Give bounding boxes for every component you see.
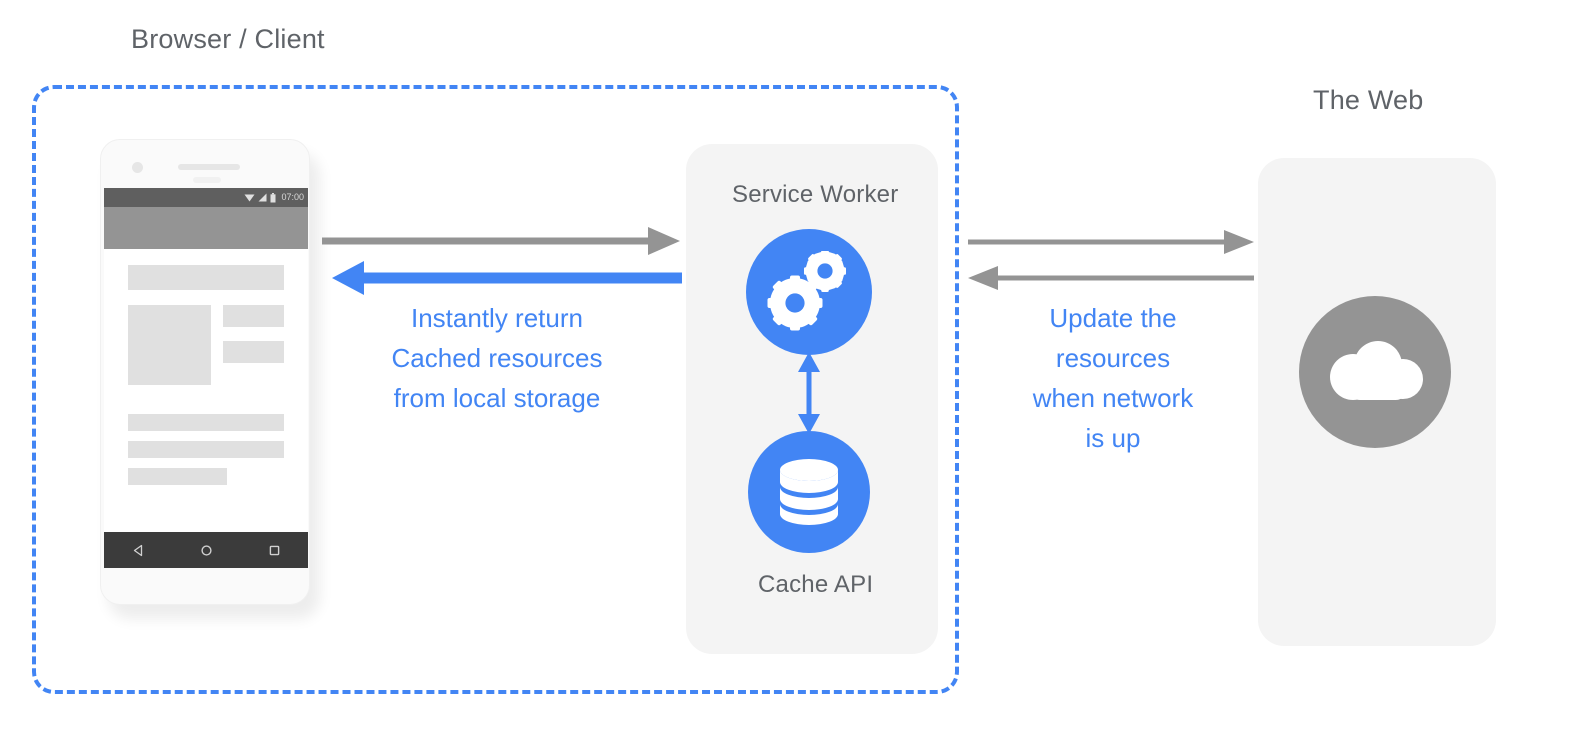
content-placeholder-block bbox=[128, 441, 284, 458]
service-worker-title: Service Worker bbox=[732, 181, 899, 208]
phone-status-time: 07:00 bbox=[281, 192, 304, 202]
gears-icon bbox=[767, 251, 846, 331]
phone-app-bar bbox=[104, 207, 308, 249]
content-placeholder-block bbox=[128, 468, 227, 485]
content-placeholder-block bbox=[128, 265, 284, 290]
phone-sensor-icon bbox=[193, 177, 221, 183]
request-arrow-right-icon bbox=[322, 227, 680, 255]
wifi-icon bbox=[244, 194, 255, 202]
phone-mockup: 07:00 bbox=[100, 139, 320, 619]
back-triangle-icon[interactable] bbox=[132, 544, 145, 557]
home-circle-icon[interactable] bbox=[200, 544, 213, 557]
phone-camera-icon bbox=[132, 162, 143, 173]
phone-status-bar: 07:00 bbox=[104, 188, 308, 207]
the-web-badge bbox=[1299, 296, 1451, 448]
battery-icon bbox=[270, 192, 276, 202]
content-placeholder-block bbox=[128, 305, 211, 385]
cloud-icon bbox=[1330, 341, 1423, 400]
browser-client-boundary bbox=[32, 85, 959, 694]
cached-response-arrow-left-icon bbox=[332, 261, 682, 295]
content-placeholder-block bbox=[223, 305, 284, 327]
network-update-caption: Update the resources when network is up bbox=[1032, 303, 1194, 453]
content-placeholder-block bbox=[223, 341, 284, 363]
recents-square-icon[interactable] bbox=[268, 544, 281, 557]
the-web-label: The Web bbox=[1313, 85, 1424, 115]
database-icon bbox=[780, 459, 838, 525]
phone-screen: 07:00 bbox=[104, 188, 308, 568]
cached-response-caption: Instantly return Cached resources from l… bbox=[391, 303, 603, 413]
content-placeholder-block bbox=[128, 414, 284, 431]
network-request-arrow-right-icon bbox=[968, 230, 1254, 254]
signal-icon bbox=[258, 193, 267, 202]
phone-body: 07:00 bbox=[100, 139, 310, 605]
service-worker-badge bbox=[746, 229, 872, 355]
browser-client-label: Browser / Client bbox=[131, 24, 325, 54]
cache-api-title: Cache API bbox=[758, 571, 874, 598]
network-response-arrow-left-icon bbox=[968, 266, 1254, 290]
phone-content-area bbox=[104, 249, 308, 532]
phone-speaker-icon bbox=[178, 164, 240, 170]
cache-api-badge bbox=[748, 431, 870, 553]
double-headed-vertical-arrow-icon bbox=[798, 352, 820, 434]
phone-navigation-bar bbox=[104, 532, 308, 568]
